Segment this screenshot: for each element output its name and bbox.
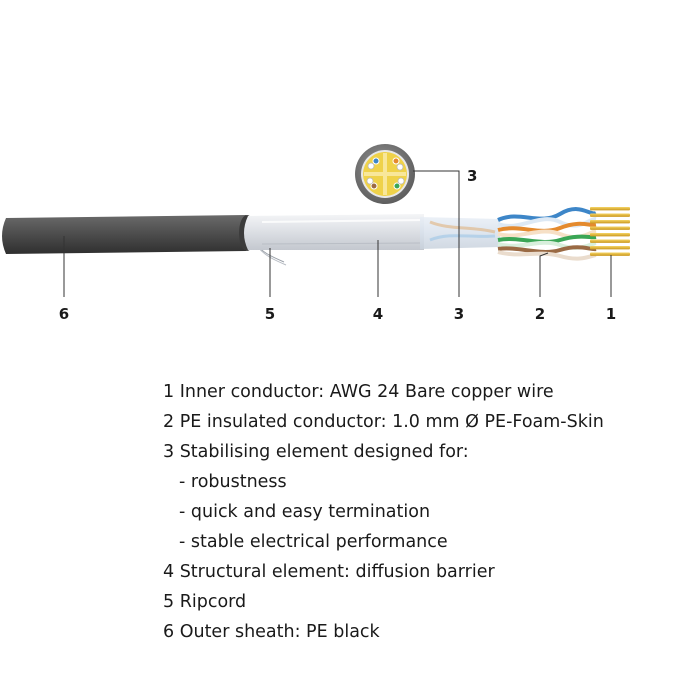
leader-lines xyxy=(63,170,612,297)
label-6: 6 xyxy=(59,305,69,323)
foil-highlight xyxy=(261,219,421,223)
legend-item-3a: - robustness xyxy=(179,472,287,492)
legend-item-3: 3 Stabilising element designed for: xyxy=(163,442,469,462)
label-5: 5 xyxy=(265,305,275,323)
pair-blue-a xyxy=(497,207,597,222)
pair-brown xyxy=(497,245,597,261)
inset-wire-white-c xyxy=(366,177,374,185)
inset-wire-brown xyxy=(370,182,378,190)
inset-wire-white-b xyxy=(396,163,404,171)
conductor-wire xyxy=(590,226,630,230)
barrier-pair-orange xyxy=(429,220,496,234)
conductor-wire xyxy=(590,246,630,250)
conductor-wire xyxy=(590,207,630,211)
pair-orange xyxy=(497,221,597,240)
legend-item-6: 6 Outer sheath: PE black xyxy=(163,622,380,642)
leader-2 xyxy=(539,252,549,297)
conductor-wire xyxy=(590,239,630,243)
pair-green xyxy=(497,234,597,250)
inset-wire-white-a xyxy=(367,162,375,170)
sheath-body xyxy=(2,215,252,254)
outer-sheath xyxy=(2,215,255,254)
conductor-wire xyxy=(590,220,630,224)
pair-brown-a xyxy=(497,245,597,254)
legend-item-4: 4 Structural element: diffusion barrier xyxy=(163,562,495,582)
label-1: 1 xyxy=(606,305,616,323)
barrier-pair-blue xyxy=(429,234,496,242)
label-3-top: 3 xyxy=(467,167,477,185)
pair-green-b xyxy=(497,240,597,250)
pair-orange-a xyxy=(497,221,597,233)
pair-blue-b xyxy=(497,217,597,228)
conductor-wire xyxy=(590,252,630,256)
label-4: 4 xyxy=(373,305,383,323)
inset-wire-white-d xyxy=(397,177,405,185)
twisted-pairs xyxy=(497,207,597,261)
inset-cross-horizontal xyxy=(364,172,406,176)
inset-wire-green xyxy=(393,182,401,190)
conductor-wire xyxy=(590,233,630,237)
foil-shade xyxy=(261,242,421,245)
legend: 1 Inner conductor: AWG 24 Bare copper wi… xyxy=(163,377,604,647)
barrier-layer xyxy=(420,217,500,249)
label-2: 2 xyxy=(535,305,545,323)
legend-item-2: 2 PE insulated conductor: 1.0 mm Ø PE-Fo… xyxy=(163,412,604,432)
conductor-wire xyxy=(590,213,630,217)
cross-section-inset xyxy=(355,144,415,204)
legend-item-3c: - stable electrical performance xyxy=(179,532,448,552)
legend-item-1: 1 Inner conductor: AWG 24 Bare copper wi… xyxy=(163,382,554,402)
pair-orange-b xyxy=(497,229,597,240)
legend-item-5: 5 Ripcord xyxy=(163,592,247,612)
leader-3 xyxy=(413,170,460,297)
inner-conductors xyxy=(590,207,630,256)
foil-layer xyxy=(244,214,424,250)
label-3: 3 xyxy=(454,305,464,323)
inset-wire-orange xyxy=(392,157,400,165)
legend-item-3b: - quick and easy termination xyxy=(179,502,431,522)
pair-brown-b xyxy=(497,250,597,261)
inset-wire-blue xyxy=(372,157,380,165)
pair-green-a xyxy=(497,234,597,244)
pair-blue xyxy=(497,207,597,228)
foil-body xyxy=(244,214,424,250)
